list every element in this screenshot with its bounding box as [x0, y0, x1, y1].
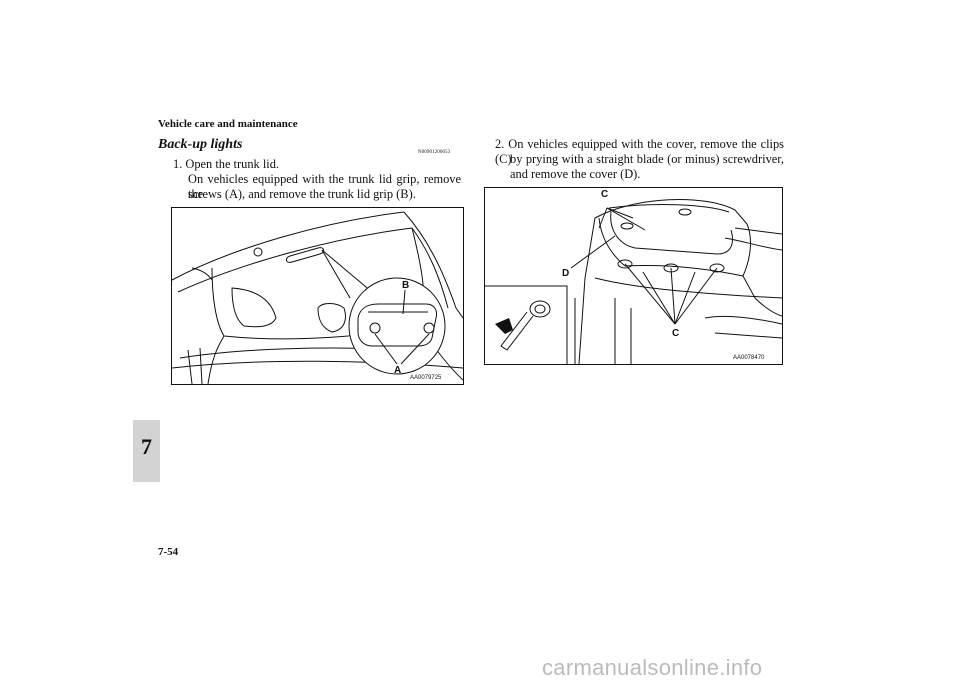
chapter-number: 7 [141, 434, 152, 459]
section-header: Vehicle care and maintenance [158, 118, 298, 130]
trunk-lid-illustration: B A AA0079725 [171, 211, 464, 385]
label-a: A [394, 365, 401, 376]
section-title: Back-up lights [158, 137, 243, 152]
step-1-line-1: On vehicles equipped with the trunk lid … [188, 172, 461, 201]
step-2-line-1: 2. On vehicles equipped with the cover, … [495, 137, 784, 166]
trunk-lid-grip-figure: B A AA0079725 [171, 207, 464, 385]
step-2-line-2: by prying with a straight blade (or minu… [510, 152, 784, 166]
figure-code: AA0079725 [410, 375, 442, 381]
document-code: N00901200053 [418, 150, 451, 155]
trunk-cover-figure: C D C AA0078470 [484, 187, 783, 365]
label-c-bottom: C [672, 328, 679, 339]
chapter-tab: 7 [133, 420, 160, 482]
step-1-heading: 1. Open the trunk lid. [173, 157, 279, 171]
figure-code: AA0078470 [733, 355, 765, 361]
trunk-cover-illustration: C D C AA0078470 [485, 189, 783, 365]
label-d: D [562, 268, 569, 279]
step-1-line-2: screws (A), and remove the trunk lid gri… [188, 187, 416, 201]
label-c-top: C [601, 189, 608, 200]
step-2-line-3: and remove the cover (D). [510, 167, 641, 181]
watermark: carmanualsonline.info [542, 655, 763, 680]
label-b: B [402, 280, 409, 291]
page-number: 7-54 [158, 546, 179, 558]
